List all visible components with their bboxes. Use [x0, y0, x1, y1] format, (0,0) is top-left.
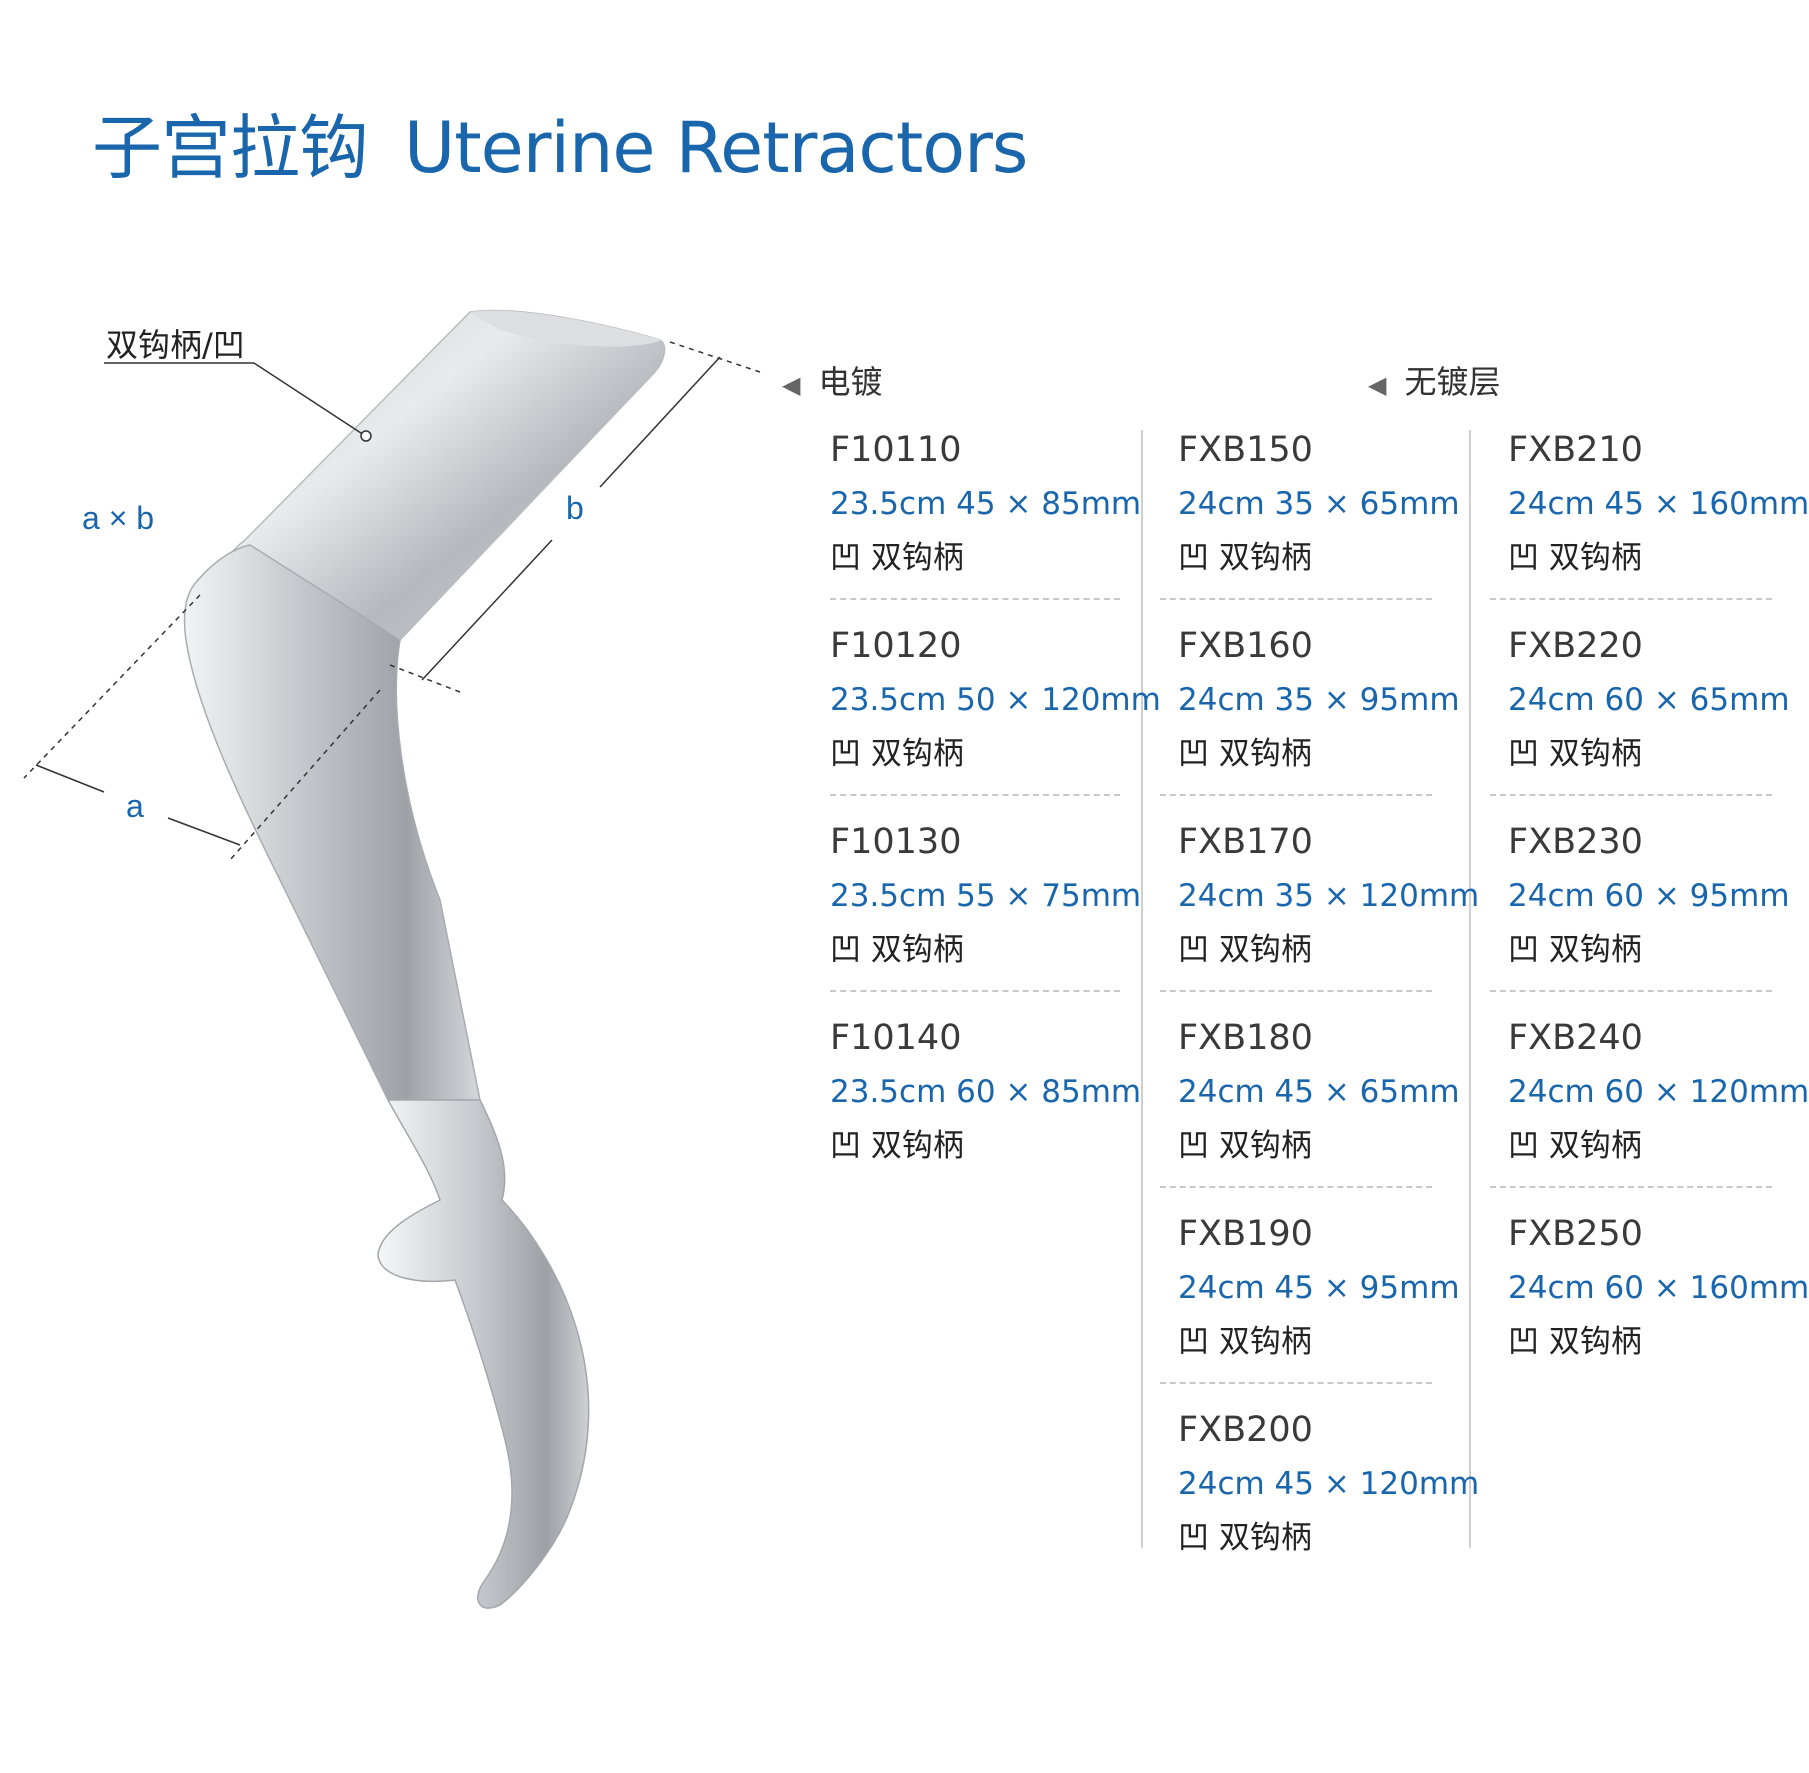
product-code: F10140 [830, 1018, 962, 1058]
section-plated: ◀电镀 [782, 363, 883, 401]
product-entry: F10140 23.5cm 60 × 85mm 凹 双钩柄 [830, 1018, 1141, 1214]
product-spec: 24cm 45 × 160mm [1508, 486, 1809, 522]
dashed-separator [1490, 1186, 1772, 1188]
callout-dot [360, 430, 372, 442]
page-title: 子宫拉钩 Uterine Retractors [92, 92, 1028, 193]
product-code: F10120 [830, 626, 962, 666]
product-code: F10110 [830, 430, 962, 470]
product-entry: F10130 23.5cm 55 × 75mm 凹 双钩柄 [830, 822, 1141, 1018]
title-en: Uterine Retractors [404, 107, 1028, 189]
title-cn: 子宫拉钩 [92, 107, 369, 189]
dashed-separator [1160, 1186, 1432, 1188]
product-entry: F10120 23.5cm 50 × 120mm 凹 双钩柄 [830, 626, 1161, 822]
product-entry: FXB160 24cm 35 × 95mm 凹 双钩柄 [1160, 626, 1460, 822]
left-arrow-icon: ◀ [1368, 371, 1387, 399]
product-desc: 凹 双钩柄 [1178, 540, 1312, 576]
dashed-separator [1490, 990, 1772, 992]
product-entry: FXB220 24cm 60 × 65mm 凹 双钩柄 [1490, 626, 1790, 822]
product-code: FXB230 [1508, 822, 1643, 862]
dashed-separator [1490, 598, 1772, 600]
product-spec: 23.5cm 45 × 85mm [830, 486, 1142, 522]
product-desc: 凹 双钩柄 [830, 736, 964, 772]
product-code: FXB240 [1508, 1018, 1643, 1058]
product-spec: 24cm 60 × 65mm [1508, 682, 1790, 718]
section-unplated: ◀无镀层 [1368, 363, 1501, 401]
product-code: FXB210 [1508, 430, 1643, 470]
product-spec: 23.5cm 55 × 75mm [830, 878, 1142, 914]
product-spec: 24cm 60 × 160mm [1508, 1270, 1809, 1306]
product-entry: FXB250 24cm 60 × 160mm 凹 双钩柄 [1508, 1214, 1809, 1410]
product-code: FXB190 [1178, 1214, 1313, 1254]
product-desc: 凹 双钩柄 [1508, 1324, 1642, 1360]
product-column-unplated-1: FXB150 24cm 35 × 65mm 凹 双钩柄 FXB160 24cm … [1160, 430, 1479, 1606]
product-spec: 24cm 35 × 95mm [1178, 682, 1460, 718]
dashed-separator [1160, 598, 1432, 600]
product-spec: 23.5cm 60 × 85mm [830, 1074, 1142, 1110]
dashed-separator [1160, 990, 1432, 992]
product-spec: 24cm 60 × 120mm [1508, 1074, 1809, 1110]
product-code: F10130 [830, 822, 962, 862]
product-entry: F10110 23.5cm 45 × 85mm 凹 双钩柄 [830, 430, 1141, 626]
callout-label: 双钩柄/凹 [106, 326, 245, 364]
product-desc: 凹 双钩柄 [1508, 736, 1642, 772]
product-entry: FXB180 24cm 45 × 65mm 凹 双钩柄 [1160, 1018, 1460, 1214]
dimension-axb-label: a × b [82, 500, 155, 536]
product-desc: 凹 双钩柄 [1178, 932, 1312, 968]
product-desc: 凹 双钩柄 [830, 540, 964, 576]
product-code: FXB160 [1178, 626, 1313, 666]
product-desc: 凹 双钩柄 [1178, 1324, 1312, 1360]
product-spec: 24cm 45 × 65mm [1178, 1074, 1460, 1110]
dashed-separator [830, 598, 1120, 600]
product-code: FXB250 [1508, 1214, 1643, 1254]
product-entry: FXB170 24cm 35 × 120mm 凹 双钩柄 [1160, 822, 1479, 1018]
product-desc: 凹 双钩柄 [1508, 540, 1642, 576]
product-column-plated: F10110 23.5cm 45 × 85mm 凹 双钩柄 F10120 23.… [830, 430, 1161, 1214]
product-entry: FXB210 24cm 45 × 160mm 凹 双钩柄 [1490, 430, 1809, 626]
product-column-unplated-2: FXB210 24cm 45 × 160mm 凹 双钩柄 FXB220 24cm… [1490, 430, 1809, 1410]
product-code: FXB200 [1178, 1410, 1313, 1450]
product-code: FXB170 [1178, 822, 1313, 862]
product-spec: 24cm 35 × 120mm [1178, 878, 1480, 914]
product-desc: 凹 双钩柄 [1508, 1128, 1642, 1164]
retractor-blade-lip [470, 310, 662, 347]
left-arrow-icon: ◀ [782, 371, 801, 399]
retractor-shaft [183, 544, 481, 1101]
product-entry: FXB230 24cm 60 × 95mm 凹 双钩柄 [1490, 822, 1790, 1018]
product-spec: 24cm 45 × 120mm [1178, 1466, 1480, 1502]
dimension-b-label: b [566, 490, 584, 526]
product-desc: 凹 双钩柄 [1178, 736, 1312, 772]
product-desc: 凹 双钩柄 [1508, 932, 1642, 968]
product-desc: 凹 双钩柄 [830, 1128, 964, 1164]
product-code: FXB220 [1508, 626, 1643, 666]
column-divider [1469, 430, 1471, 1548]
dashed-separator [1490, 794, 1772, 796]
product-desc: 凹 双钩柄 [1178, 1128, 1312, 1164]
product-spec: 24cm 45 × 95mm [1178, 1270, 1460, 1306]
product-desc: 凹 双钩柄 [1178, 1520, 1312, 1556]
dimension-a-label: a [126, 788, 144, 824]
product-spec: 23.5cm 50 × 120mm [830, 682, 1161, 718]
retractor-handle [377, 1099, 590, 1609]
product-entry: FXB200 24cm 45 × 120mm 凹 双钩柄 [1178, 1410, 1479, 1606]
product-code: FXB150 [1178, 430, 1313, 470]
product-spec: 24cm 60 × 95mm [1508, 878, 1790, 914]
dashed-separator [830, 794, 1120, 796]
dashed-separator [1160, 794, 1432, 796]
product-entry: FXB190 24cm 45 × 95mm 凹 双钩柄 [1160, 1214, 1460, 1410]
dashed-separator [830, 990, 1120, 992]
product-code: FXB180 [1178, 1018, 1313, 1058]
product-spec: 24cm 35 × 65mm [1178, 486, 1460, 522]
product-entry: FXB150 24cm 35 × 65mm 凹 双钩柄 [1160, 430, 1460, 626]
column-divider [1141, 430, 1143, 1548]
product-desc: 凹 双钩柄 [830, 932, 964, 968]
dashed-separator [1160, 1382, 1432, 1384]
product-entry: FXB240 24cm 60 × 120mm 凹 双钩柄 [1490, 1018, 1809, 1214]
